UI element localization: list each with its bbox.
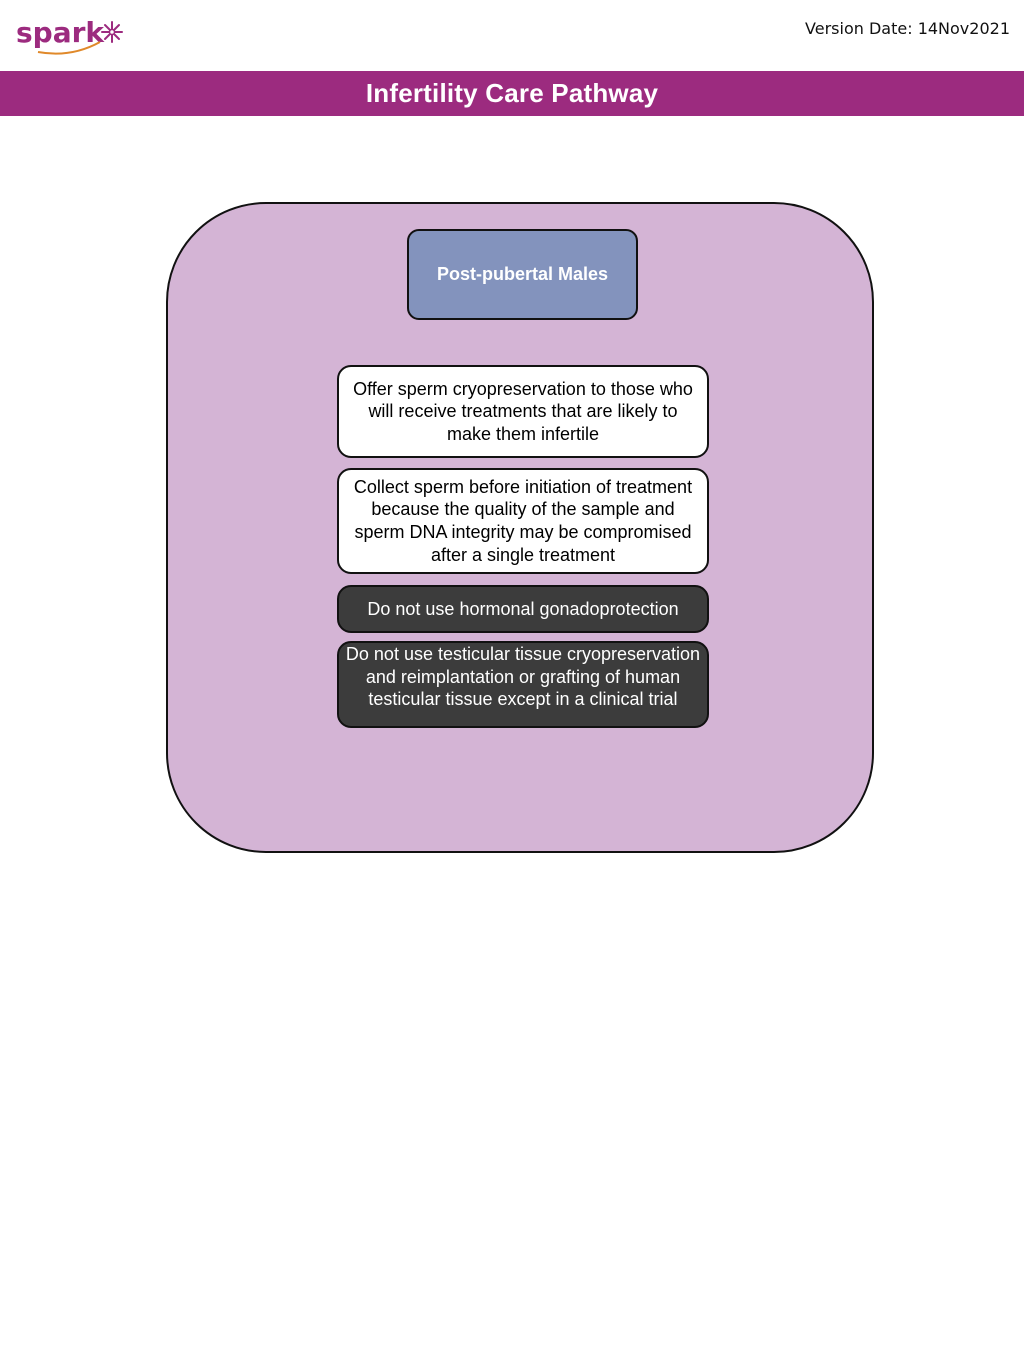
step-collect-sperm: Collect sperm before initiation of treat… (337, 468, 709, 574)
svg-text:spark: spark (16, 16, 105, 49)
spark-logo: spark (16, 12, 128, 56)
page-title: Infertility Care Pathway (365, 78, 659, 108)
step-no-testicular-tissue-cryopreservation: Do not use testicular tissue cryopreserv… (337, 641, 709, 728)
step-no-hormonal-gonadoprotection: Do not use hormonal gonadoprotection (337, 585, 709, 633)
title-bar: Infertility Care Pathway (0, 71, 1024, 116)
version-date: Version Date: 14Nov2021 (805, 19, 1010, 38)
step-offer-cryopreservation: Offer sperm cryopreservation to those wh… (337, 365, 709, 458)
group-label-box: Post-pubertal Males (407, 229, 638, 320)
